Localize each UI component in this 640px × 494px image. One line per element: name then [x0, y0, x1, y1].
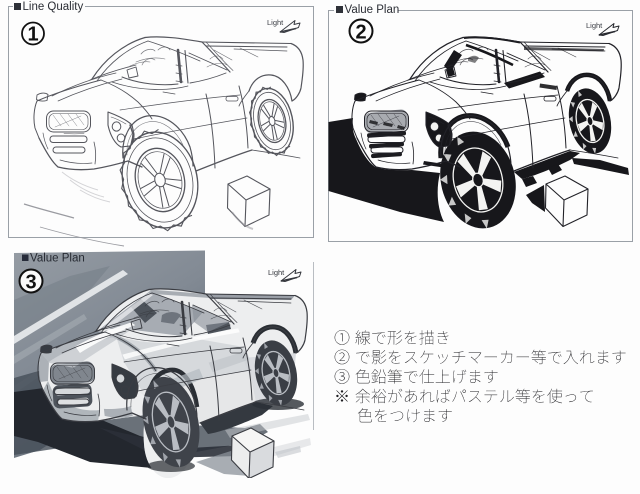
svg-text:2: 2 — [355, 22, 366, 44]
svg-text:Light: Light — [267, 18, 284, 27]
svg-text:Value Plan: Value Plan — [30, 253, 85, 265]
svg-text:Line Quality: Line Quality — [23, 1, 84, 13]
svg-text:Light: Light — [268, 268, 285, 277]
svg-text:1: 1 — [27, 24, 38, 46]
svg-text:Light: Light — [586, 21, 603, 30]
svg-text:3: 3 — [25, 272, 36, 294]
svg-text:Value Plan: Value Plan — [345, 4, 400, 16]
